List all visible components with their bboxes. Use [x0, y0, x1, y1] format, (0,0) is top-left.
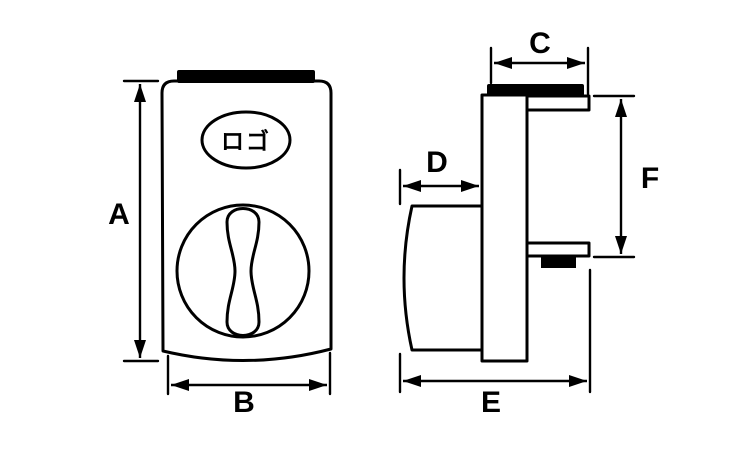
bottom-flange: [525, 241, 591, 258]
mounting-plate: [480, 93, 529, 363]
dim-a-label: A: [108, 198, 130, 231]
side-view: C D F E: [398, 27, 659, 419]
keyhole-slot: [225, 207, 261, 337]
logo-ellipse: [200, 110, 292, 170]
dim-e-label: E: [481, 386, 501, 419]
dim-f-label: F: [641, 162, 659, 195]
knob-cylinder: [402, 204, 484, 352]
top-cap-bar-front: [177, 70, 315, 83]
top-flange: [525, 94, 591, 112]
dim-b-label: B: [233, 386, 255, 419]
spacer-block: [541, 256, 576, 268]
front-view: ロゴ A B: [108, 70, 333, 419]
logo-text: ロゴ: [221, 128, 271, 154]
dim-d-label: D: [426, 146, 448, 179]
dim-c-label: C: [529, 27, 551, 60]
top-cap-bar-side: [487, 84, 584, 96]
